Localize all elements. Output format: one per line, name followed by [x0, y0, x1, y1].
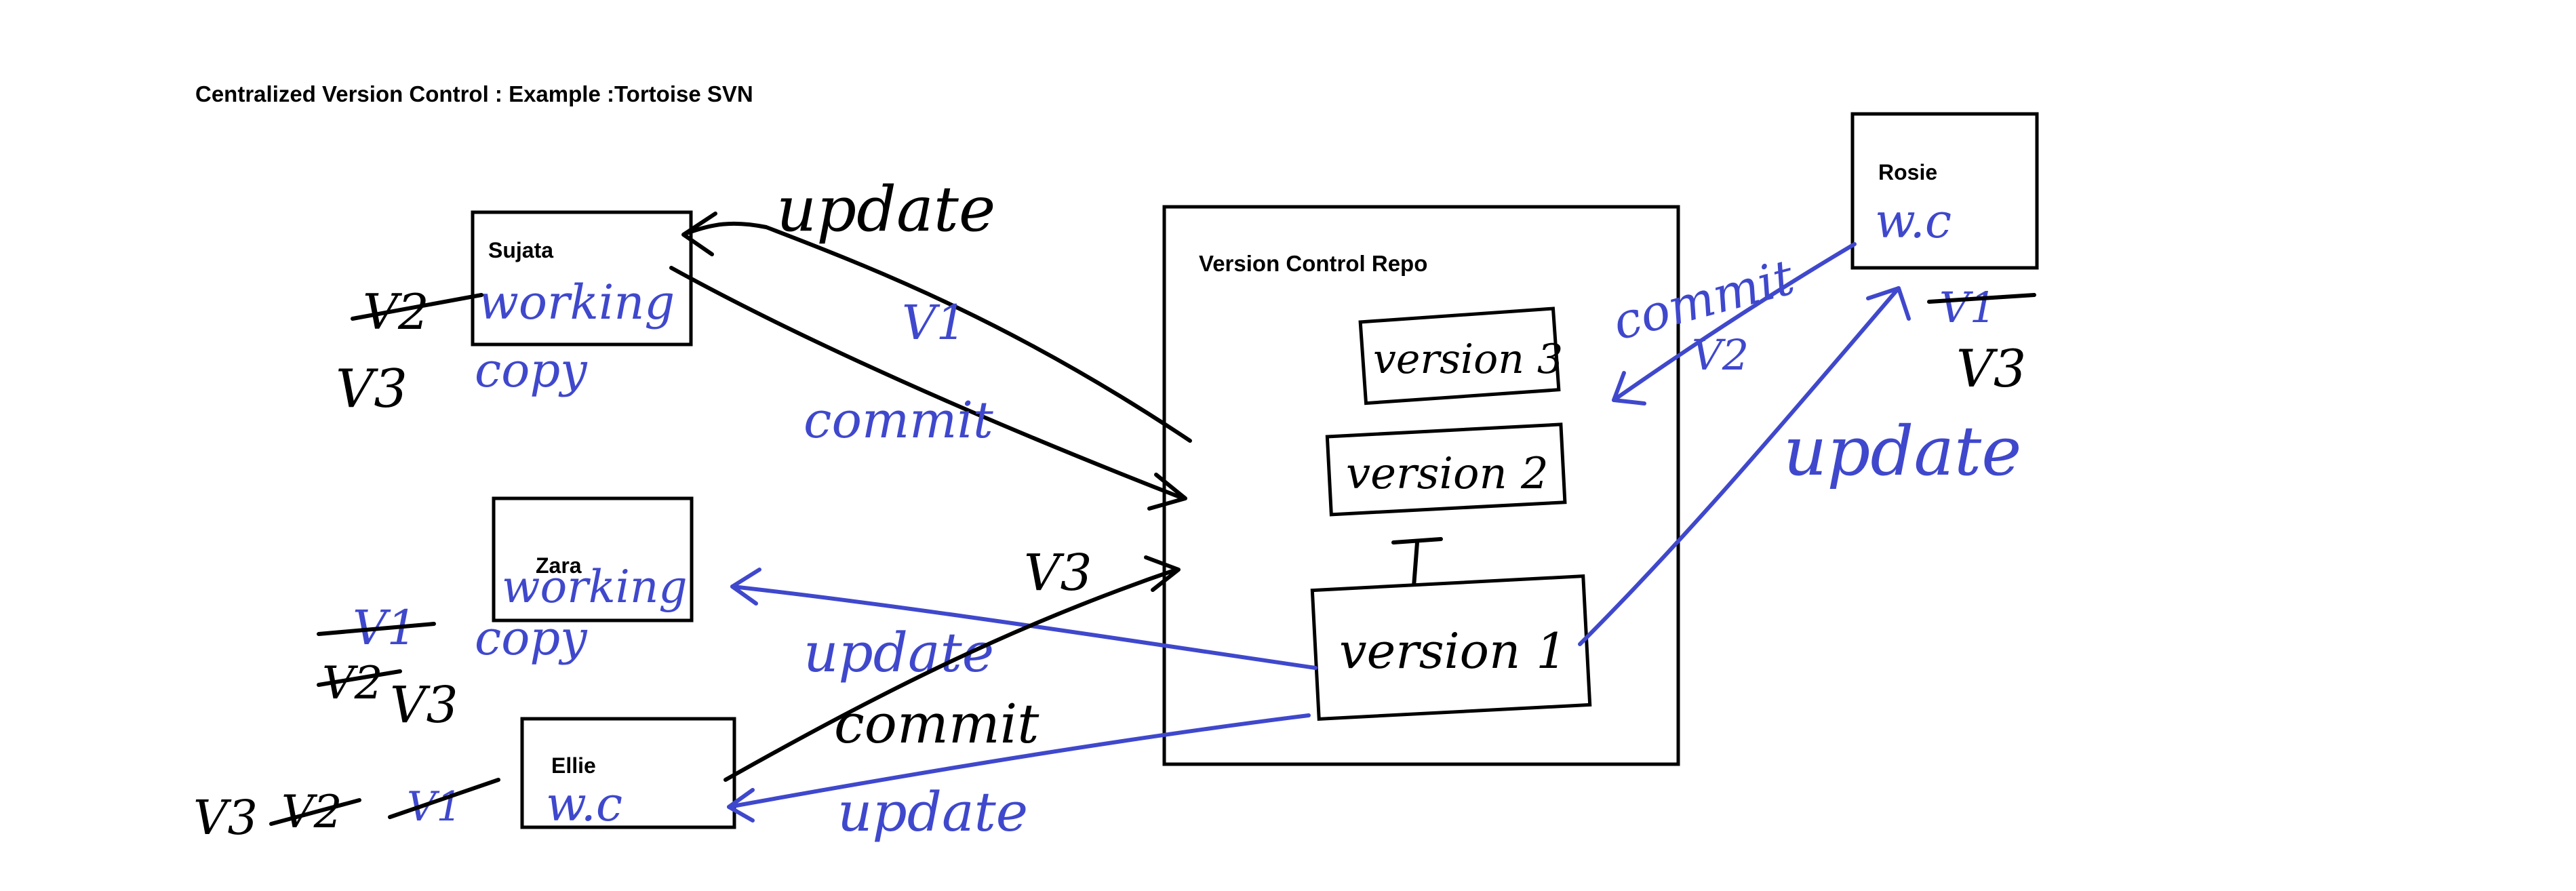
ellie-box: [520, 717, 736, 829]
rosie-working-copy: w.c: [1875, 193, 1951, 249]
ellie-commit-arrow: [724, 568, 1178, 782]
repo-version-2-box: [1325, 422, 1567, 517]
sujata-box: [471, 210, 693, 346]
sujata-version-strike: [351, 293, 483, 321]
sujata-working-copy-line1: working: [478, 275, 675, 330]
rosie-update-arrow: [1578, 286, 1901, 646]
repo-version-1-box: [1310, 574, 1592, 721]
sujata-commit-label: commit: [804, 391, 993, 450]
rosie-v1-strike: [1927, 293, 2036, 304]
sujata-version-current: V3: [336, 359, 408, 420]
repo-version-1-label: version 1: [1339, 622, 1567, 679]
ellie-commit-label: commit: [834, 692, 1039, 755]
repo-version-3-box: [1358, 306, 1561, 405]
user-ellie: Ellie w.c V3 V2 V1: [193, 717, 736, 846]
sujata-commit-arrowhead: [1147, 473, 1187, 511]
rosie-version-v2: V2: [1692, 330, 1749, 380]
repo-version-3-label: version 3: [1373, 336, 1563, 383]
repo-version-link: [1391, 537, 1443, 589]
ellie-v1-strike: [388, 778, 500, 819]
sujata-update-arrow: [683, 221, 1192, 443]
zara-working-copy-line1: working: [502, 561, 688, 613]
rosie-version-v1: V1: [1939, 283, 1996, 332]
rosie-name: Rosie: [1878, 160, 1937, 184]
zara-working-copy-line2: copy: [475, 610, 588, 666]
ellie-version-v3: V3: [193, 790, 258, 846]
ellie-commit-version: V3: [1024, 544, 1092, 602]
sujata-update-label: update: [776, 173, 995, 245]
ellie-v2-strike: [269, 798, 361, 826]
version-control-repo: Version Control Repo version 3 version 2…: [1162, 205, 1680, 766]
user-rosie: Rosie w.c V1 V2 V3: [1692, 112, 2039, 399]
page-title: Centralized Version Control : Example :T…: [195, 81, 753, 106]
ellie-name: Ellie: [551, 753, 596, 778]
sujata-update-arrowhead: [681, 212, 717, 256]
ellie-commit-arrowhead: [1144, 555, 1181, 592]
sujata-name: Sujata: [488, 238, 553, 262]
user-zara: Zara working copy V1 V2 V3: [317, 496, 694, 734]
ellie-update-label: update: [837, 780, 1028, 844]
sujata-commit-version: V1: [902, 295, 966, 351]
rosie-update-arrowhead: [1866, 286, 1911, 321]
ellie-update-arrowhead: [727, 788, 755, 823]
sujata-commit-arrow: [669, 266, 1185, 500]
repo-label: Version Control Repo: [1199, 251, 1427, 276]
rosie-commit-arrow: [1612, 242, 1857, 402]
repo-version-2-label: version 2: [1346, 449, 1549, 499]
rosie-commit-arrowhead: [1612, 371, 1646, 405]
zara-update-arrowhead: [730, 568, 761, 606]
zara-v2-strike: [317, 669, 402, 687]
zara-update-label: update: [804, 621, 994, 684]
rosie-update-label: update: [1783, 412, 2021, 491]
rosie-box: [1850, 112, 2039, 270]
zara-box: [492, 496, 694, 622]
user-sujata: Sujata working copy V2 V3: [336, 210, 693, 420]
ellie-update-arrow: [727, 713, 1311, 809]
rosie-version-v3: V3: [1956, 338, 2026, 399]
sujata-working-copy-line2: copy: [475, 342, 588, 398]
zara-v1-strike: [317, 622, 436, 636]
ellie-working-copy: w.c: [546, 776, 622, 832]
zara-version-v3: V3: [390, 676, 458, 734]
zara-name: Zara: [536, 553, 582, 578]
